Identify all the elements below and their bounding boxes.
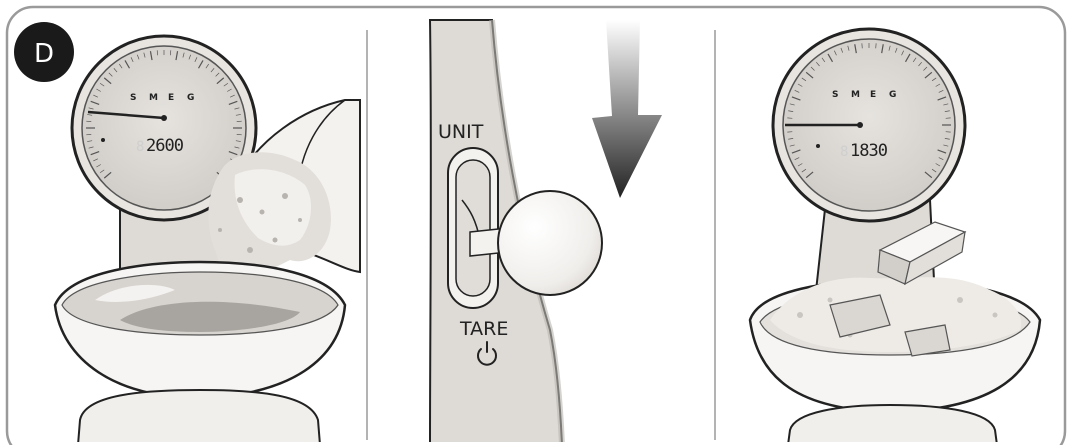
- weight-display: 2600: [146, 136, 184, 156]
- panel-tare-button: UNIT TARE: [430, 20, 662, 445]
- finger-press-knob: [498, 191, 602, 295]
- scale-base: [78, 390, 320, 445]
- weight-display: 1830: [850, 141, 888, 161]
- panel-adding-butter: S M E G 8 1830: [750, 29, 1040, 445]
- brand-letter-g: G: [889, 90, 896, 100]
- dial-dot: [816, 144, 820, 148]
- step-letter: D: [34, 39, 54, 69]
- tare-label: TARE: [459, 318, 508, 340]
- down-arrow-icon: [592, 20, 662, 198]
- brand-letter-e: E: [168, 93, 174, 103]
- scale-dial: S M E G 8 1830: [773, 29, 965, 221]
- needle-hub: [857, 122, 863, 128]
- scale-base: [788, 405, 997, 445]
- brand-letter-m: M: [149, 93, 158, 103]
- step-badge: D: [14, 22, 74, 82]
- brand-letter-s: S: [832, 90, 838, 100]
- lcd-ghost-digit: 8: [840, 144, 848, 160]
- needle-hub: [161, 115, 167, 121]
- lcd-ghost-digit: 8: [136, 139, 144, 155]
- brand-letter-e: E: [870, 90, 876, 100]
- dial-dot: [101, 138, 105, 142]
- panel-pouring-flour: S M E G 8 2600: [55, 36, 360, 445]
- rocker-button[interactable]: [456, 160, 490, 296]
- brand-letter-s: S: [130, 93, 136, 103]
- brand-letter-m: M: [851, 90, 860, 100]
- unit-label: UNIT: [438, 121, 484, 143]
- brand-letter-g: G: [187, 93, 194, 103]
